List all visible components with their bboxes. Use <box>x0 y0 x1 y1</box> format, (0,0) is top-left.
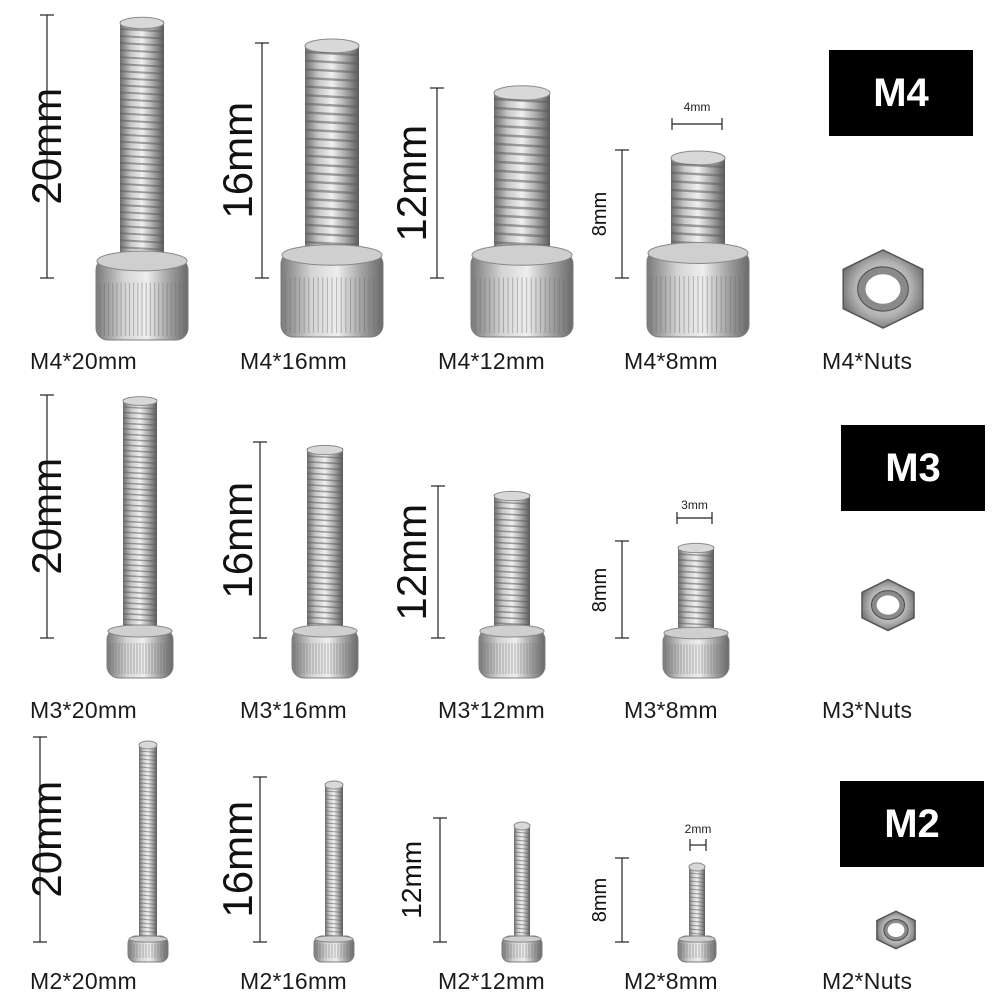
screw-caption: M4*Nuts <box>822 348 913 374</box>
length-ruler-0-3 <box>615 149 629 279</box>
screw-caption: M2*16mm <box>240 968 347 994</box>
screw-0-2 <box>470 85 574 338</box>
screw-caption: M3*Nuts <box>822 697 913 723</box>
length-label: 20mm <box>22 458 70 575</box>
length-label: 12mm <box>387 503 435 621</box>
width-indicator <box>676 512 713 524</box>
hex-nut <box>842 249 924 329</box>
length-label: 16mm <box>213 801 261 918</box>
size-badge: M2 <box>840 781 984 867</box>
length-label: 16mm <box>213 102 261 219</box>
length-ruler-0-0 <box>40 14 54 279</box>
width-label: 2mm <box>684 822 712 836</box>
screw-caption: M4*16mm <box>240 348 347 374</box>
width-indicator <box>689 839 707 851</box>
screw-caption: M3*8mm <box>624 697 718 723</box>
length-ruler-1-3 <box>615 540 629 639</box>
screw-caption: M3*12mm <box>438 697 545 723</box>
screw-1-3 <box>662 542 730 679</box>
screw-1-0 <box>106 396 174 679</box>
length-label: 8mm <box>589 191 611 237</box>
screw-caption: M2*Nuts <box>822 968 913 994</box>
hex-nut <box>876 910 916 950</box>
length-ruler-1-2 <box>431 485 445 639</box>
width-label: 4mm <box>683 100 711 114</box>
screw-caption: M4*12mm <box>438 348 545 374</box>
screw-2-2 <box>501 821 543 963</box>
screw-1-1 <box>291 444 359 679</box>
size-badge: M4 <box>829 50 973 136</box>
hex-nut <box>861 578 915 632</box>
screw-2-3 <box>677 862 717 963</box>
screw-caption: M3*20mm <box>30 697 137 723</box>
length-ruler-0-1 <box>255 42 269 279</box>
length-ruler-2-1 <box>253 776 267 943</box>
screw-0-3 <box>646 150 750 338</box>
length-ruler-0-2 <box>430 87 444 279</box>
screw-caption: M3*16mm <box>240 697 347 723</box>
length-label: 16mm <box>213 481 261 599</box>
screw-caption: M2*8mm <box>624 968 718 994</box>
screw-caption: M4*8mm <box>624 348 718 374</box>
screw-0-0 <box>95 16 189 341</box>
width-label: 3mm <box>681 498 708 512</box>
screw-caption: M2*12mm <box>438 968 545 994</box>
screw-caption: M2*20mm <box>30 968 137 994</box>
length-label: 12mm <box>396 841 428 919</box>
length-label: 20mm <box>22 781 70 898</box>
length-ruler-2-2 <box>433 817 447 943</box>
screw-1-2 <box>478 490 546 679</box>
length-ruler-2-3 <box>615 857 629 943</box>
size-badge: M3 <box>841 425 985 511</box>
length-label: 20mm <box>22 88 70 205</box>
screw-caption: M4*20mm <box>30 348 137 374</box>
length-ruler-2-0 <box>33 736 47 943</box>
length-ruler-1-0 <box>40 394 54 639</box>
length-label: 12mm <box>387 124 435 242</box>
length-ruler-1-1 <box>253 441 267 639</box>
screw-0-1 <box>280 38 384 338</box>
screw-2-0 <box>127 740 169 963</box>
width-indicator <box>671 118 723 130</box>
length-label: 8mm <box>589 877 611 923</box>
screw-2-1 <box>313 780 355 963</box>
length-label: 8mm <box>589 567 611 612</box>
